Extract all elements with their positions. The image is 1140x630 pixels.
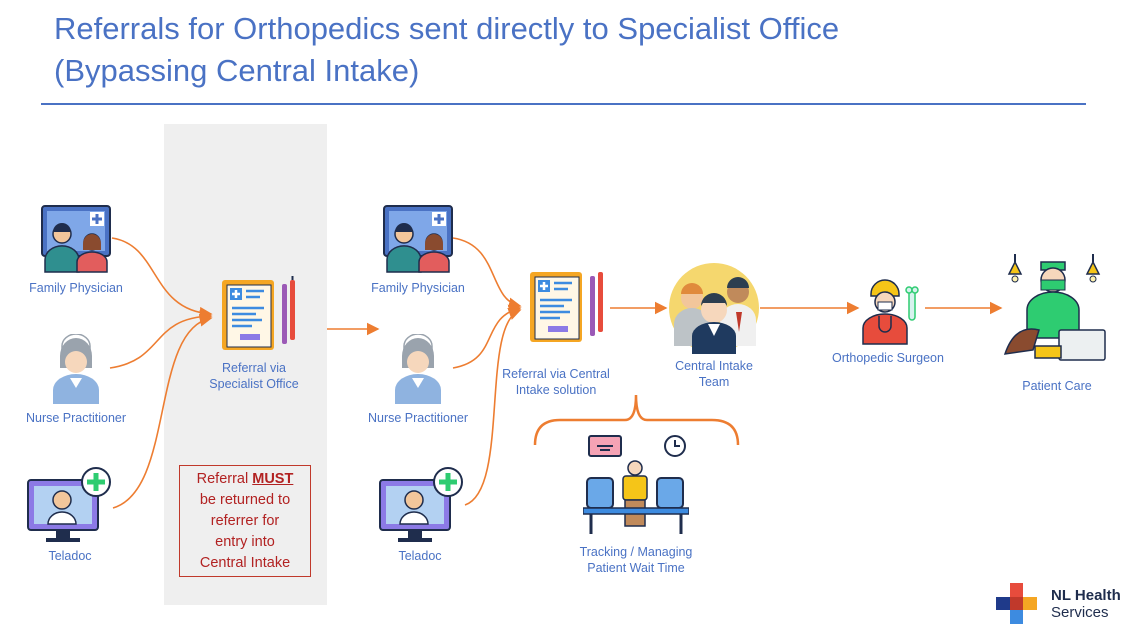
orthopedic-surgeon-label: Orthopedic Surgeon [832, 351, 944, 365]
tracking-brace [533, 394, 740, 446]
arrow-np-right [452, 304, 522, 369]
title-line-2: (Bypassing Central Intake) [54, 53, 420, 88]
family-physician-icon [41, 205, 111, 273]
waiting-room-icon [583, 435, 689, 534]
family-physician-label: Family Physician [29, 281, 123, 295]
logo-line-1: NL Health [1051, 587, 1121, 604]
patient-care-icon [1003, 254, 1106, 361]
central-referral-line-1: Referral via Central [502, 367, 610, 381]
nurse-practitioner-label-2: Nurse Practitioner [367, 411, 469, 425]
note-must-emphasis: MUST [252, 471, 294, 487]
arrow-fp-right [452, 237, 522, 311]
central-referral-line-2: Intake solution [515, 383, 597, 397]
specialist-referral-line-1: Referral via [222, 361, 286, 375]
note-line-1-prefix: Referral [196, 471, 253, 487]
logo-line-2: Services [1051, 604, 1109, 621]
specialist-referral-line-2: Specialist Office [209, 377, 299, 391]
central-referral-document-icon [530, 272, 603, 342]
central-intake-team-icon [669, 263, 759, 354]
note-line-2: be returned to [199, 492, 291, 508]
teladoc-icon [27, 467, 111, 542]
note-line-4: entry into [215, 534, 275, 550]
orthopedic-surgeon-icon [862, 279, 919, 345]
arrow-tel-right [464, 307, 522, 506]
family-physician-icon-2 [383, 205, 453, 273]
patient-care-label: Patient Care [1022, 379, 1092, 393]
nurse-practitioner-icon-2 [395, 334, 441, 404]
nl-health-cross-icon [996, 583, 1037, 624]
nurse-practitioner-label: Nurse Practitioner [25, 411, 127, 425]
page-title: Referrals for Orthopedics sent directly … [54, 8, 1054, 92]
arrow-fp-left [111, 237, 213, 320]
nl-health-logo: NL Health Services [996, 583, 1136, 625]
tracking-line-1: Tracking / Managing [579, 545, 693, 559]
central-intake-team-line-1: Central Intake [675, 359, 753, 373]
arrow-np-left [109, 309, 213, 369]
return-warning-note: Referral MUST be returned to referrer fo… [179, 465, 311, 577]
bypass-highlight-panel [164, 124, 327, 605]
tracking-label: Tracking / Managing Patient Wait Time [566, 544, 706, 576]
title-line-1: Referrals for Orthopedics sent directly … [54, 11, 840, 46]
teladoc-icon-2 [379, 467, 463, 542]
note-line-3: referrer for [210, 513, 280, 529]
title-divider [41, 103, 1086, 105]
nurse-practitioner-icon [53, 334, 99, 404]
teladoc-label-2: Teladoc [398, 549, 442, 563]
central-referral-label: Referral via Central Intake solution [490, 366, 622, 398]
specialist-referral-label: Referral via Specialist Office [196, 360, 312, 392]
nl-health-wordmark: NL Health Services [1051, 587, 1121, 621]
arrow-tel-left [112, 313, 213, 509]
note-line-5: Central Intake [199, 555, 291, 571]
tracking-line-2: Patient Wait Time [587, 561, 685, 575]
teladoc-label: Teladoc [48, 549, 92, 563]
family-physician-label-2: Family Physician [371, 281, 465, 295]
referral-document-icon [222, 276, 295, 350]
central-intake-team-line-2: Team [698, 375, 730, 389]
central-intake-team-label: Central Intake Team [664, 358, 764, 390]
